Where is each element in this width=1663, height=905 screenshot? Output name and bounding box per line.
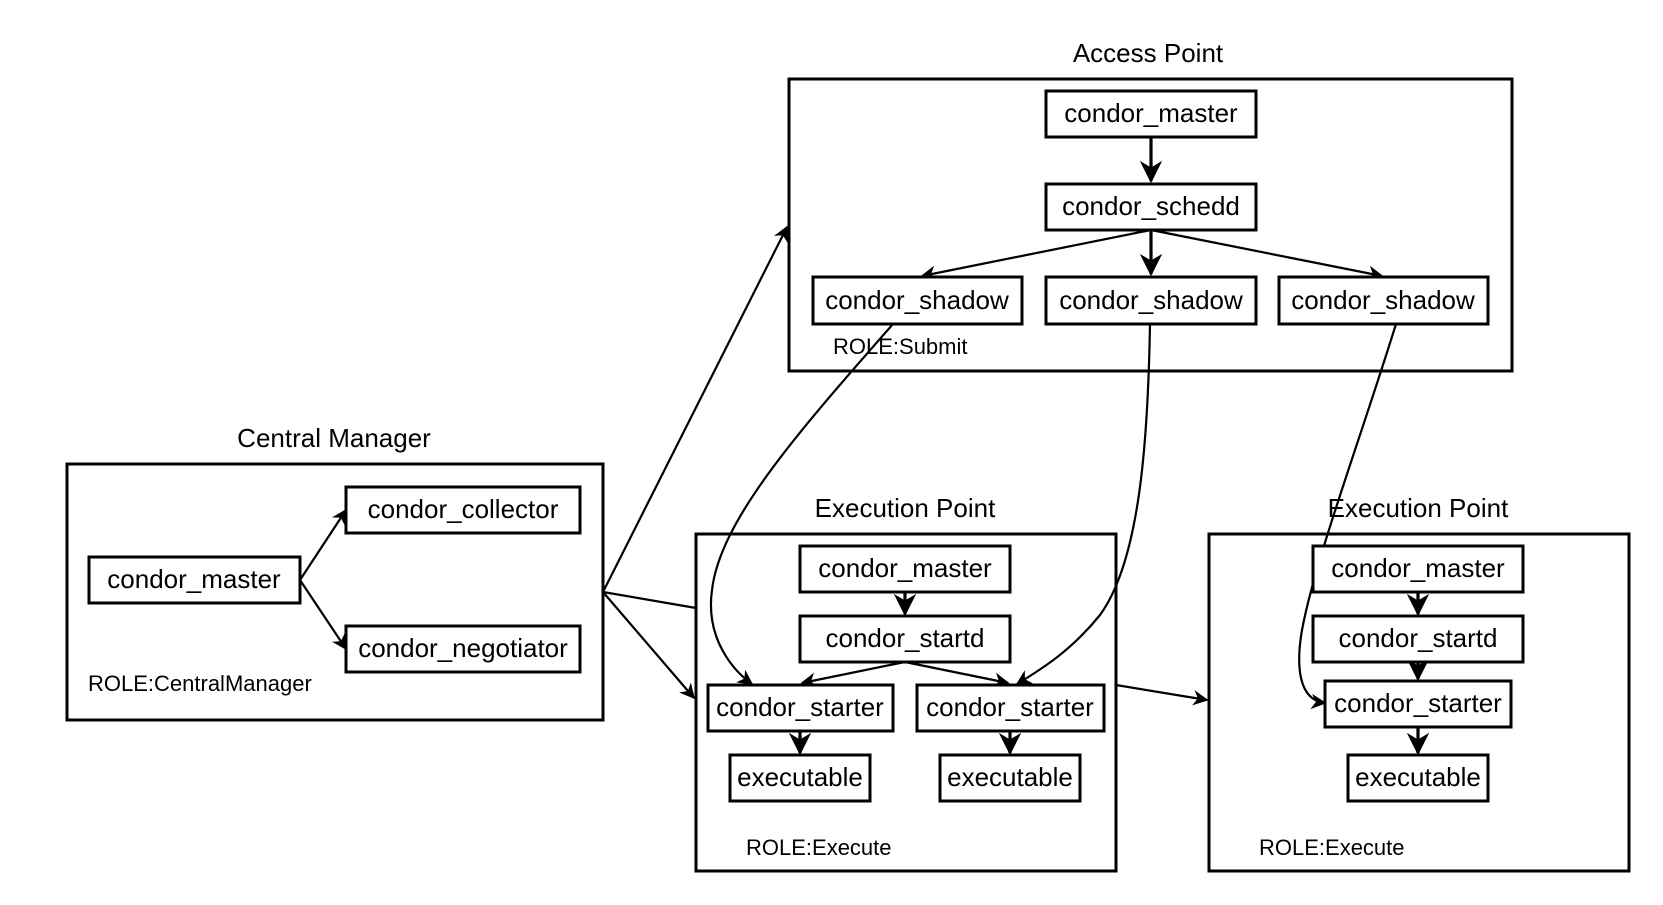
- ep2-startd-label: condor_startd: [1339, 623, 1498, 653]
- edge-schedd-to-shadow-1: [920, 228, 1152, 281]
- ap-shadow-2-node: condor_shadow: [1044, 275, 1258, 326]
- ap-shadow-3-label: condor_shadow: [1291, 285, 1475, 315]
- central-manager-title: Central Manager: [237, 423, 431, 453]
- execution-point-1-frame: [694, 532, 1118, 873]
- execution-point-2-group: Execution Point ROLE:Execute: [1207, 493, 1631, 873]
- access-point-group: Access Point ROLE:Submit: [787, 38, 1514, 373]
- ap-schedd-node: condor_schedd: [1044, 182, 1258, 232]
- ep1-exec-2-node: executable: [938, 753, 1082, 803]
- ep1-exec-1-label: executable: [737, 762, 863, 792]
- cm-negotiator-label: condor_negotiator: [358, 633, 568, 663]
- ep1-starter-1-node: condor_starter: [706, 683, 895, 733]
- ep1-master-node: condor_master: [798, 544, 1012, 594]
- edge-schedd-to-shadow-3: [1150, 228, 1384, 281]
- edge-shadow-3-to-ep2-starter: [1298, 323, 1398, 710]
- ap-schedd-label: condor_schedd: [1062, 191, 1240, 221]
- ap-master-label: condor_master: [1064, 98, 1238, 128]
- ep2-master-node: condor_master: [1311, 544, 1525, 594]
- execution-point-2-frame: [1207, 532, 1631, 873]
- edge-shadow-2-to-ep1-starter-2: [1015, 323, 1152, 685]
- cm-master-node: condor_master: [87, 555, 302, 605]
- ap-shadow-1-node: condor_shadow: [811, 275, 1024, 326]
- ap-master-node: condor_master: [1044, 89, 1258, 139]
- cm-collector-node: condor_collector: [344, 485, 582, 535]
- ep2-exec-node: executable: [1346, 753, 1490, 803]
- cm-master-label: condor_master: [107, 564, 281, 594]
- edge-shadow-1-to-ep1-starter-1: [709, 323, 894, 685]
- edges: [299, 137, 1430, 756]
- cm-collector-label: condor_collector: [368, 494, 559, 524]
- ep2-master-label: condor_master: [1331, 553, 1505, 583]
- ap-shadow-2-label: condor_shadow: [1059, 285, 1243, 315]
- ep2-starter-label: condor_starter: [1334, 688, 1502, 718]
- edge-cm-master-to-collector: [299, 508, 347, 581]
- ep1-starter-2-label: condor_starter: [926, 692, 1094, 722]
- execution-point-1-title: Execution Point: [815, 493, 996, 523]
- nodes: condor_master condor_schedd condor_shado…: [87, 89, 1525, 803]
- edge-cm-to-execution-point-1-upper: [602, 590, 697, 610]
- execution-point-1-role: ROLE:Execute: [746, 835, 892, 860]
- ep1-startd-label: condor_startd: [826, 623, 985, 653]
- ep1-starter-2-node: condor_starter: [915, 683, 1106, 733]
- ep2-starter-node: condor_starter: [1323, 679, 1513, 729]
- access-point-frame: [787, 77, 1514, 373]
- ep1-exec-2-label: executable: [947, 762, 1073, 792]
- edge-cm-to-execution-point-1: [602, 591, 696, 700]
- execution-point-2-title: Execution Point: [1328, 493, 1509, 523]
- edge-cm-master-to-negotiator: [299, 579, 347, 651]
- central-manager-group: Central Manager ROLE:CentralManager: [65, 423, 605, 722]
- central-manager-role: ROLE:CentralManager: [88, 671, 312, 696]
- execution-point-1-group: Execution Point ROLE:Execute: [694, 493, 1118, 873]
- edge-cm-to-access-point: [602, 225, 788, 593]
- edge-ep1-startd-to-starter-2: [904, 660, 1010, 688]
- ap-shadow-3-node: condor_shadow: [1277, 275, 1490, 326]
- ep2-startd-node: condor_startd: [1311, 614, 1525, 664]
- execution-point-2-role: ROLE:Execute: [1259, 835, 1405, 860]
- ep1-startd-node: condor_startd: [798, 614, 1012, 664]
- cm-negotiator-node: condor_negotiator: [344, 624, 582, 674]
- edge-ep1-to-execution-point-2: [1115, 683, 1209, 706]
- access-point-role: ROLE:Submit: [833, 334, 968, 359]
- ep2-exec-label: executable: [1355, 762, 1481, 792]
- access-point-title: Access Point: [1073, 38, 1224, 68]
- ep1-starter-1-label: condor_starter: [716, 692, 884, 722]
- edge-ep1-startd-to-starter-1: [800, 660, 906, 688]
- ep1-exec-1-node: executable: [728, 753, 872, 803]
- ap-shadow-1-label: condor_shadow: [825, 285, 1009, 315]
- ep1-master-label: condor_master: [818, 553, 992, 583]
